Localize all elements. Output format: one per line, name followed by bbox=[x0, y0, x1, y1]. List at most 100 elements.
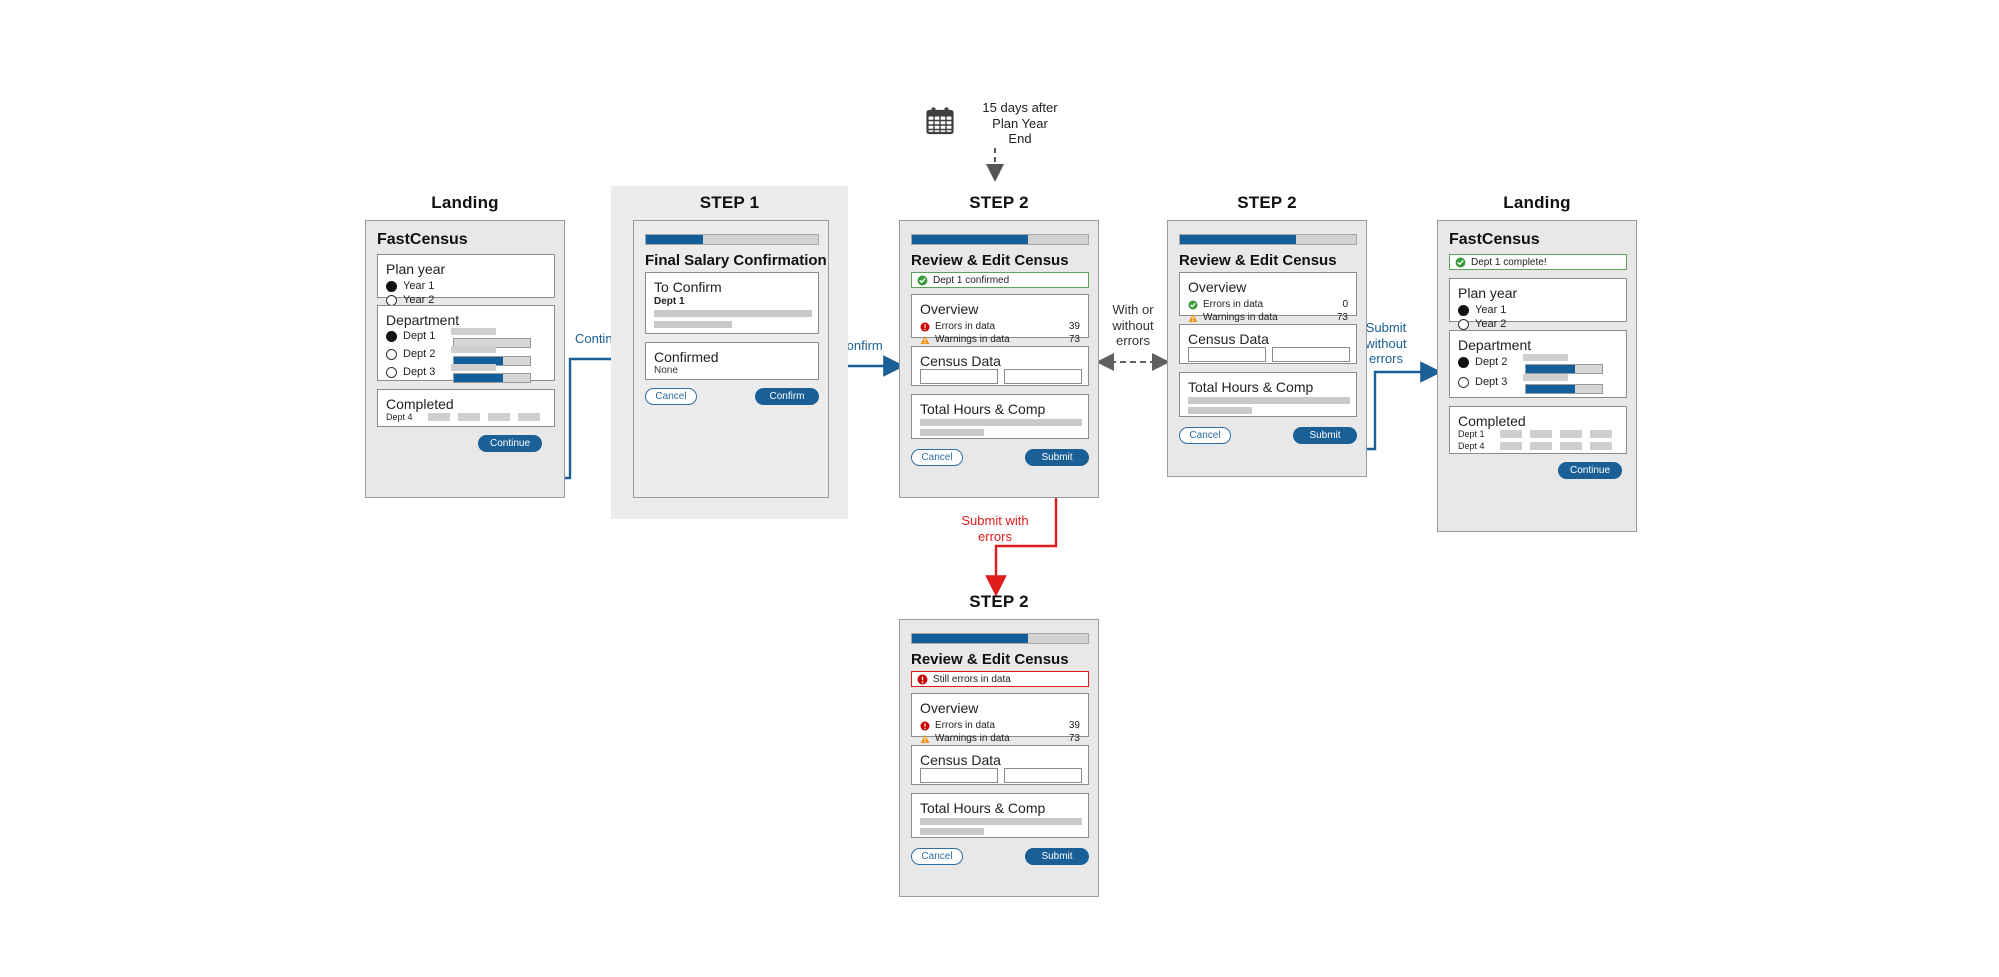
radio-icon-dept3-end bbox=[1458, 376, 1469, 388]
radio-option-year2-start[interactable]: Year 2 bbox=[378, 294, 554, 306]
radio-option-dept2-end[interactable]: Dept 2 bbox=[1458, 356, 1507, 368]
completed-cell bbox=[1500, 430, 1522, 438]
placeholder-line bbox=[654, 310, 812, 317]
screen-title-step2-with-errors: STEP 2 bbox=[969, 193, 1029, 212]
error-icon bbox=[917, 674, 928, 685]
progress-bar-step1 bbox=[645, 234, 819, 245]
radio-option-dept2-start[interactable]: Dept 2 bbox=[386, 348, 435, 360]
overview-label-errors: Errors in data bbox=[935, 720, 996, 732]
overview-row-warnings: Warnings in data 73 bbox=[1180, 312, 1356, 323]
screen-landing-end: FastCensus Dept 1 complete! Plan year Ye… bbox=[1437, 220, 1637, 532]
flow-label-confirm: Confirm bbox=[837, 338, 883, 353]
completed-cell bbox=[1560, 430, 1582, 438]
card-title-census-data-step2-no-errors: Census Data bbox=[1188, 331, 1269, 347]
radio-option-dept3-start[interactable]: Dept 3 bbox=[386, 366, 435, 378]
check-circle-icon bbox=[917, 275, 928, 286]
completed-cell bbox=[458, 413, 480, 421]
submit-button-step2-no-errors[interactable]: Submit bbox=[1293, 427, 1357, 444]
census-field-left-step2-with-errors[interactable] bbox=[920, 369, 998, 384]
placeholder-line bbox=[920, 818, 1082, 825]
placeholder-bar-dept3-end bbox=[1523, 374, 1568, 381]
overview-label-errors: Errors in data bbox=[1203, 299, 1264, 311]
completed-label-dept4-end: Dept 4 bbox=[1458, 441, 1485, 451]
card-completed-end: Completed Dept 1 Dept 4 bbox=[1449, 406, 1627, 454]
radio-option-year1-start[interactable]: Year 1 bbox=[378, 280, 554, 292]
progress-bar-step2-still-errors bbox=[911, 633, 1089, 644]
overview-value-warnings: 73 bbox=[1068, 733, 1080, 745]
screen-title-step1: STEP 1 bbox=[699, 193, 760, 212]
card-title-confirmed: Confirmed bbox=[654, 349, 719, 365]
calendar-note-line3: End bbox=[1008, 131, 1032, 147]
confirm-button-step1[interactable]: Confirm bbox=[755, 388, 819, 405]
completed-cell bbox=[1530, 430, 1552, 438]
radio-option-dept1-start[interactable]: Dept 1 bbox=[386, 330, 435, 342]
banner-dept-complete: Dept 1 complete! bbox=[1449, 254, 1627, 270]
census-field-right-step2-still-errors[interactable] bbox=[1004, 768, 1082, 783]
radio-option-dept3-end[interactable]: Dept 3 bbox=[1458, 376, 1507, 388]
banner-text-dept-confirmed: Dept 1 confirmed bbox=[933, 274, 1010, 286]
overview-label-warnings: Warnings in data bbox=[935, 334, 1010, 346]
radio-icon-year1-end bbox=[1458, 304, 1469, 316]
error-icon bbox=[920, 322, 930, 332]
submit-button-step2-with-errors[interactable]: Submit bbox=[1025, 449, 1089, 466]
radio-label-year2-start: Year 2 bbox=[403, 294, 435, 307]
cancel-button-step2-no-errors[interactable]: Cancel bbox=[1179, 427, 1231, 444]
completed-row-dept4-end: Dept 4 bbox=[1458, 441, 1612, 451]
warning-icon bbox=[1188, 313, 1198, 323]
calendar-note: 15 days after Plan Year End bbox=[960, 100, 1080, 147]
card-confirmed: Confirmed None bbox=[645, 342, 819, 380]
census-field-left-step2-still-errors[interactable] bbox=[920, 768, 998, 783]
radio-option-year2-end[interactable]: Year 2 bbox=[1450, 318, 1626, 330]
progress-dept3-start bbox=[453, 373, 531, 383]
placeholder-bar-dept1-start bbox=[451, 328, 496, 335]
placeholder-bar-dept2-start bbox=[451, 346, 496, 353]
completed-row-dept4-start: Dept 4 bbox=[386, 412, 540, 422]
card-to-confirm: To Confirm Dept 1 bbox=[645, 272, 819, 334]
continue-button-landing-start[interactable]: Continue bbox=[478, 435, 542, 452]
overview-label-warnings: Warnings in data bbox=[935, 733, 1010, 745]
card-title-overview-step2-with-errors: Overview bbox=[920, 301, 979, 317]
radio-icon-dept2-end bbox=[1458, 356, 1469, 368]
card-overview-step2-still-errors: Overview Errors in data 39 Warnings in d… bbox=[911, 693, 1089, 744]
radio-label-year1-end: Year 1 bbox=[1475, 304, 1507, 317]
flow-label-wowe-line2: without bbox=[1112, 317, 1154, 333]
placeholder-line bbox=[1188, 397, 1350, 404]
radio-icon-dept1-start bbox=[386, 330, 397, 342]
calendar-note-line1: 15 days after bbox=[982, 100, 1058, 115]
placeholder-line bbox=[920, 828, 984, 835]
cancel-button-step2-with-errors[interactable]: Cancel bbox=[911, 449, 963, 466]
cancel-button-step1[interactable]: Cancel bbox=[645, 388, 697, 405]
banner-text-still-errors: Still errors in data bbox=[933, 673, 1011, 685]
census-field-right-step2-with-errors[interactable] bbox=[1004, 369, 1082, 384]
completed-cell bbox=[428, 413, 450, 421]
overview-value-warnings: 73 bbox=[1068, 334, 1080, 346]
flow-label-swe-line3: errors bbox=[1369, 351, 1403, 367]
screen-title-step2-still-errors: STEP 2 bbox=[969, 592, 1029, 611]
overview-row-errors: Errors in data 39 bbox=[912, 720, 1088, 731]
card-title-census-data-step2-still-errors: Census Data bbox=[920, 752, 1001, 768]
cancel-button-step2-still-errors[interactable]: Cancel bbox=[911, 848, 963, 865]
overview-value-errors: 39 bbox=[1068, 720, 1080, 732]
flow-label-submit-with-errors: Submit with errors bbox=[930, 513, 1060, 544]
progress-bar-step2-no-errors bbox=[1179, 234, 1357, 245]
overview-value-errors: 0 bbox=[1342, 299, 1348, 311]
radio-option-year1-end[interactable]: Year 1 bbox=[1450, 304, 1626, 316]
submit-button-step2-still-errors[interactable]: Submit bbox=[1025, 848, 1089, 865]
census-field-right-step2-no-errors[interactable] bbox=[1272, 347, 1350, 362]
flow-label-wowe-line3: errors bbox=[1116, 333, 1150, 349]
radio-label-year2-end: Year 2 bbox=[1475, 318, 1507, 331]
radio-label-dept2-start: Dept 2 bbox=[403, 348, 436, 360]
card-department-end: Department Dept 2 Dept 3 bbox=[1449, 330, 1627, 398]
card-title-completed-end: Completed bbox=[1458, 413, 1526, 429]
radio-label-dept1-start: Dept 1 bbox=[403, 330, 436, 342]
heading-step1: Final Salary Confirmation bbox=[645, 252, 827, 269]
calendar-note-line2: Plan Year bbox=[992, 115, 1048, 131]
completed-cell bbox=[1590, 430, 1612, 438]
census-field-left-step2-no-errors[interactable] bbox=[1188, 347, 1266, 362]
card-overview-step2-no-errors: Overview Errors in data 0 Warnings in da… bbox=[1179, 272, 1357, 323]
screen-step2-still-errors: Review & Edit Census Data Still errors i… bbox=[899, 619, 1099, 897]
overview-value-warnings: 73 bbox=[1336, 312, 1348, 324]
card-title-plan-year-end: Plan year bbox=[1458, 285, 1518, 301]
continue-button-landing-end[interactable]: Continue bbox=[1558, 462, 1622, 479]
screen-step2-with-errors: Review & Edit Census Data Dept 1 confirm… bbox=[899, 220, 1099, 498]
